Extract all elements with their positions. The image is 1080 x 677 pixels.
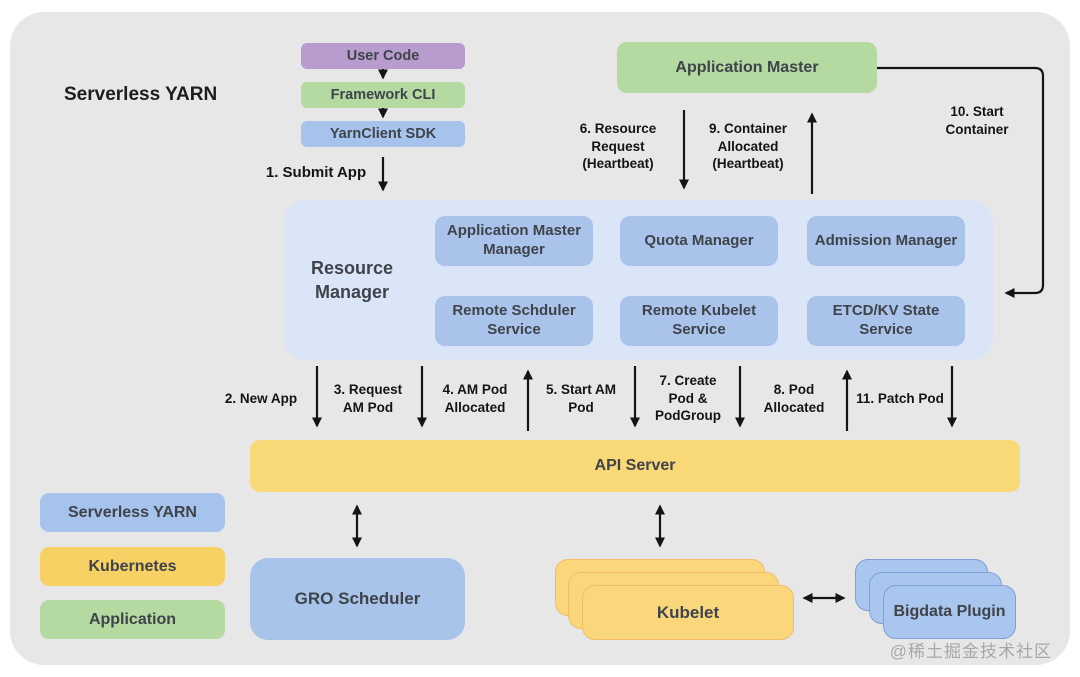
label-step11-patch-pod: 11. Patch Pod	[856, 391, 944, 406]
module-admission-manager: Admission Manager	[807, 216, 965, 266]
label-step4-am-pod-allocated: 4. AM Pod Allocated	[442, 382, 508, 415]
label-step8-pod-allocated: 8. Pod Allocated	[763, 382, 825, 415]
legend-application: Application	[40, 600, 225, 639]
module-etcd-kv-state-service: ETCD/KV State Service	[807, 296, 965, 346]
label-step2-new-app: 2. New App	[224, 391, 298, 406]
legend-kubernetes: Kubernetes	[40, 547, 225, 586]
label-step3-request-am-pod: 3. Request AM Pod	[333, 382, 403, 415]
label-step9-container-allocated: 9. Container Allocated (Heartbeat)	[708, 121, 788, 172]
bigdata-plugin-box: Bigdata Plugin	[883, 585, 1016, 639]
legend-serverless-yarn: Serverless YARN	[40, 493, 225, 532]
user-code-box: User Code	[301, 43, 465, 69]
yarnclient-sdk-box: YarnClient SDK	[301, 121, 465, 147]
kubelet-box: Kubelet	[582, 585, 794, 640]
module-remote-schduler-service: Remote Schduler Service	[435, 296, 593, 346]
label-step1-submit-app: 1. Submit App	[265, 164, 367, 181]
api-server-bar: API Server	[250, 440, 1020, 492]
module-quota-manager: Quota Manager	[620, 216, 778, 266]
label-step10-start-container: 10. Start Container	[945, 104, 1009, 137]
label-step5-start-am-pod: 5. Start AM Pod	[545, 382, 617, 415]
module-application-master-manager: Application Master Manager	[435, 216, 593, 266]
gro-scheduler-box: GRO Scheduler	[250, 558, 465, 640]
application-master-box: Application Master	[617, 42, 877, 93]
label-step7-create-pod-podgroup: 7. Create Pod & PodGroup	[655, 373, 721, 424]
resource-manager-label: Resource Manager	[310, 258, 394, 303]
module-remote-kubelet-service: Remote Kubelet Service	[620, 296, 778, 346]
label-step6-resource-request: 6. Resource Request (Heartbeat)	[579, 121, 657, 172]
framework-cli-box: Framework CLI	[301, 82, 465, 108]
diagram-title: Serverless YARN	[64, 84, 218, 105]
juejin-watermark: @稀土掘金技术社区	[889, 642, 1052, 661]
